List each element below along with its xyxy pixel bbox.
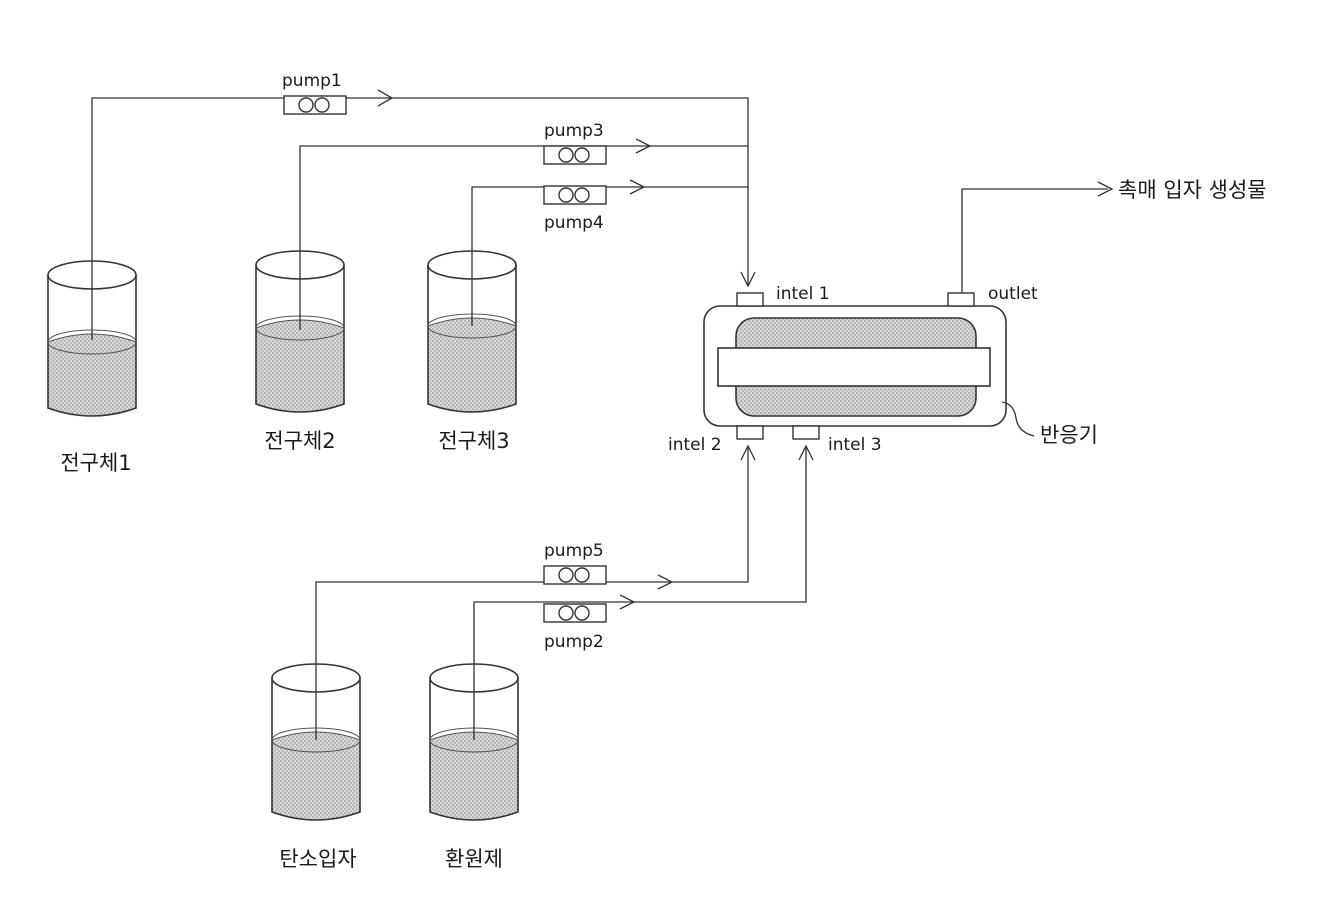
reactor-label: 반응기 <box>1040 423 1098 447</box>
pump4-icon <box>544 186 606 204</box>
outlet-port <box>948 293 974 306</box>
precursor2-label: 전구체2 <box>264 429 335 453</box>
inlet3-label: intel 3 <box>828 435 882 455</box>
precursor3-label: 전구체3 <box>438 429 509 453</box>
pipe-line-3 <box>472 187 748 326</box>
pump4-label: pump4 <box>544 213 604 233</box>
pump5-label: pump5 <box>544 541 604 561</box>
pipe-line-reductant <box>474 448 806 740</box>
inlet1-label: intel 1 <box>776 284 830 304</box>
pump2-label: pump2 <box>544 632 604 652</box>
pipe-line-2 <box>300 146 748 330</box>
inlet2-label: intel 2 <box>668 435 722 455</box>
pipe-line-5 <box>316 448 748 740</box>
inlet3-port <box>793 426 819 439</box>
pump3-label: pump3 <box>544 121 604 141</box>
pump3-icon <box>544 146 606 164</box>
inlet1-port <box>737 293 763 306</box>
inlet2-port <box>737 426 763 439</box>
pipe-line-1 <box>92 98 748 340</box>
reductant-label: 환원제 <box>445 847 503 871</box>
pump1-label: pump1 <box>282 71 342 91</box>
pump5-icon <box>544 566 606 584</box>
pump1-icon <box>284 96 346 114</box>
reactor <box>704 293 1006 439</box>
outlet-line <box>962 189 1108 294</box>
product-label: 촉매 입자 생성물 <box>1118 178 1267 202</box>
precursor1-label: 전구체1 <box>60 451 131 475</box>
outlet-label: outlet <box>988 284 1038 304</box>
carbon-label: 탄소입자 <box>279 847 356 871</box>
pump2-icon <box>544 604 606 622</box>
